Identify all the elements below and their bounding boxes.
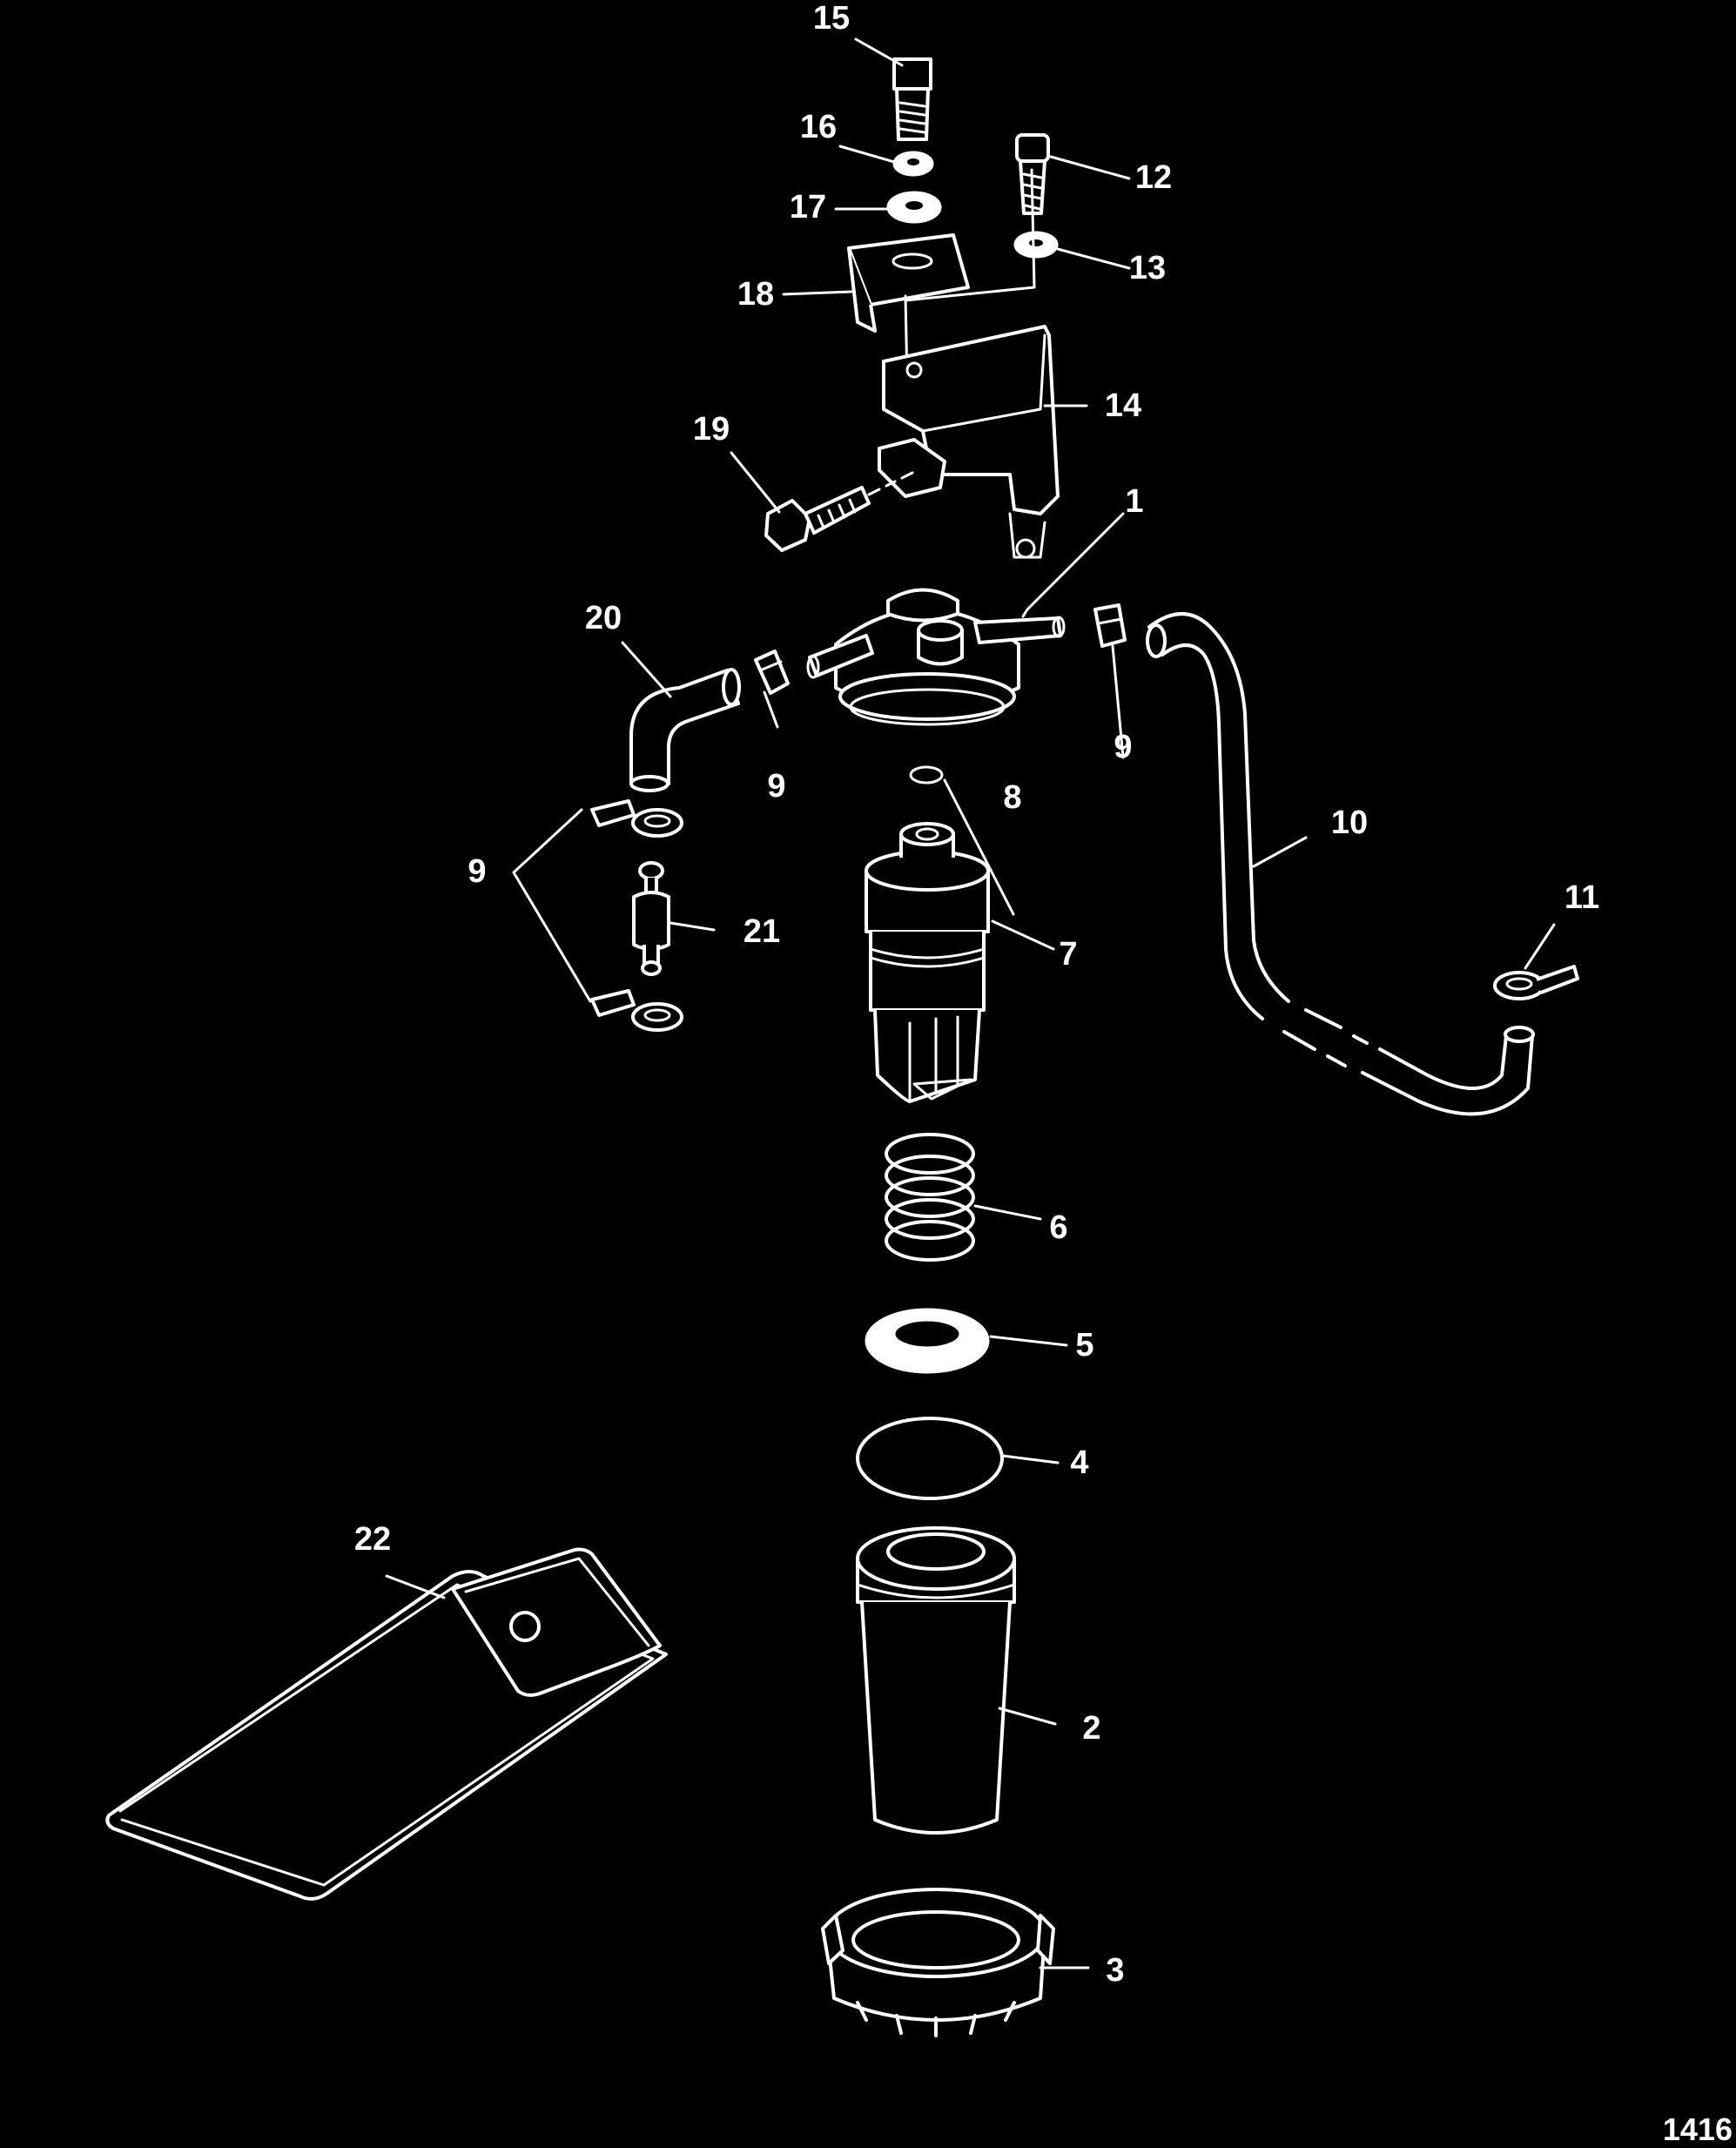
callout-4: 4 <box>1070 1444 1088 1481</box>
callout-1: 1 <box>1125 483 1143 520</box>
callout-15: 15 <box>813 0 850 37</box>
part-9-clamp-lower <box>590 989 683 1032</box>
callout-18: 18 <box>737 276 774 313</box>
part-22-parts-bag <box>105 1547 668 1901</box>
figure-id: 1416 <box>1663 2111 1733 2147</box>
callout-16: 16 <box>800 109 837 145</box>
callout-8: 8 <box>1003 779 1021 816</box>
part-7-filter-element <box>865 822 990 1103</box>
callout-19: 19 <box>693 411 730 448</box>
callout-10: 10 <box>1331 805 1368 841</box>
callout-labels: 15 16 17 12 13 18 14 19 1 20 9 8 10 9 21… <box>354 0 1599 1989</box>
callout-7: 7 <box>1059 936 1077 973</box>
part-13-washer <box>1013 231 1059 259</box>
part-20-elbow-hose <box>629 668 741 792</box>
part-21-fuel-fitting <box>632 861 670 976</box>
part-6-spring <box>885 1133 975 1262</box>
callout-2: 2 <box>1082 1710 1100 1747</box>
part-2-filter-bowl <box>856 1526 1016 1835</box>
leader-lines <box>385 37 1556 1970</box>
callout-9-right: 9 <box>1114 729 1132 765</box>
callout-5: 5 <box>1075 1327 1093 1364</box>
callout-13: 13 <box>1129 250 1166 286</box>
callout-21: 21 <box>744 913 780 950</box>
callout-9-left: 9 <box>767 768 785 805</box>
callout-6: 6 <box>1049 1209 1067 1246</box>
part-16-lock-washer <box>892 151 934 177</box>
part-8-o-ring <box>909 765 944 784</box>
part-9-hose-clamp-left <box>754 650 790 695</box>
part-18-bracket-plate <box>847 233 970 385</box>
callout-22: 22 <box>354 1521 391 1558</box>
part-14-mounting-bracket <box>878 168 1060 559</box>
part-9-clamp-upper <box>590 799 683 838</box>
callout-11: 11 <box>1564 879 1599 916</box>
part-10-fuel-hose <box>1146 612 1535 1116</box>
callout-20: 20 <box>585 600 622 636</box>
callout-3: 3 <box>1106 1952 1124 1989</box>
part-5-washer <box>865 1308 990 1374</box>
callout-14: 14 <box>1105 387 1141 424</box>
part-11-hose-clamp <box>1493 965 1579 1000</box>
part-3-ring-nut <box>821 1888 1055 2037</box>
part-17-flat-washer <box>886 191 942 224</box>
part-9-hose-clamp-right <box>1093 603 1127 648</box>
part-4-o-ring <box>856 1417 1004 1500</box>
callout-17: 17 <box>790 189 826 226</box>
callout-9-group: 9 <box>468 853 486 890</box>
part-1-filter-head <box>806 588 1066 726</box>
part-15-bolt <box>892 57 932 141</box>
part-19-screw <box>764 471 914 552</box>
callout-12: 12 <box>1135 159 1172 196</box>
